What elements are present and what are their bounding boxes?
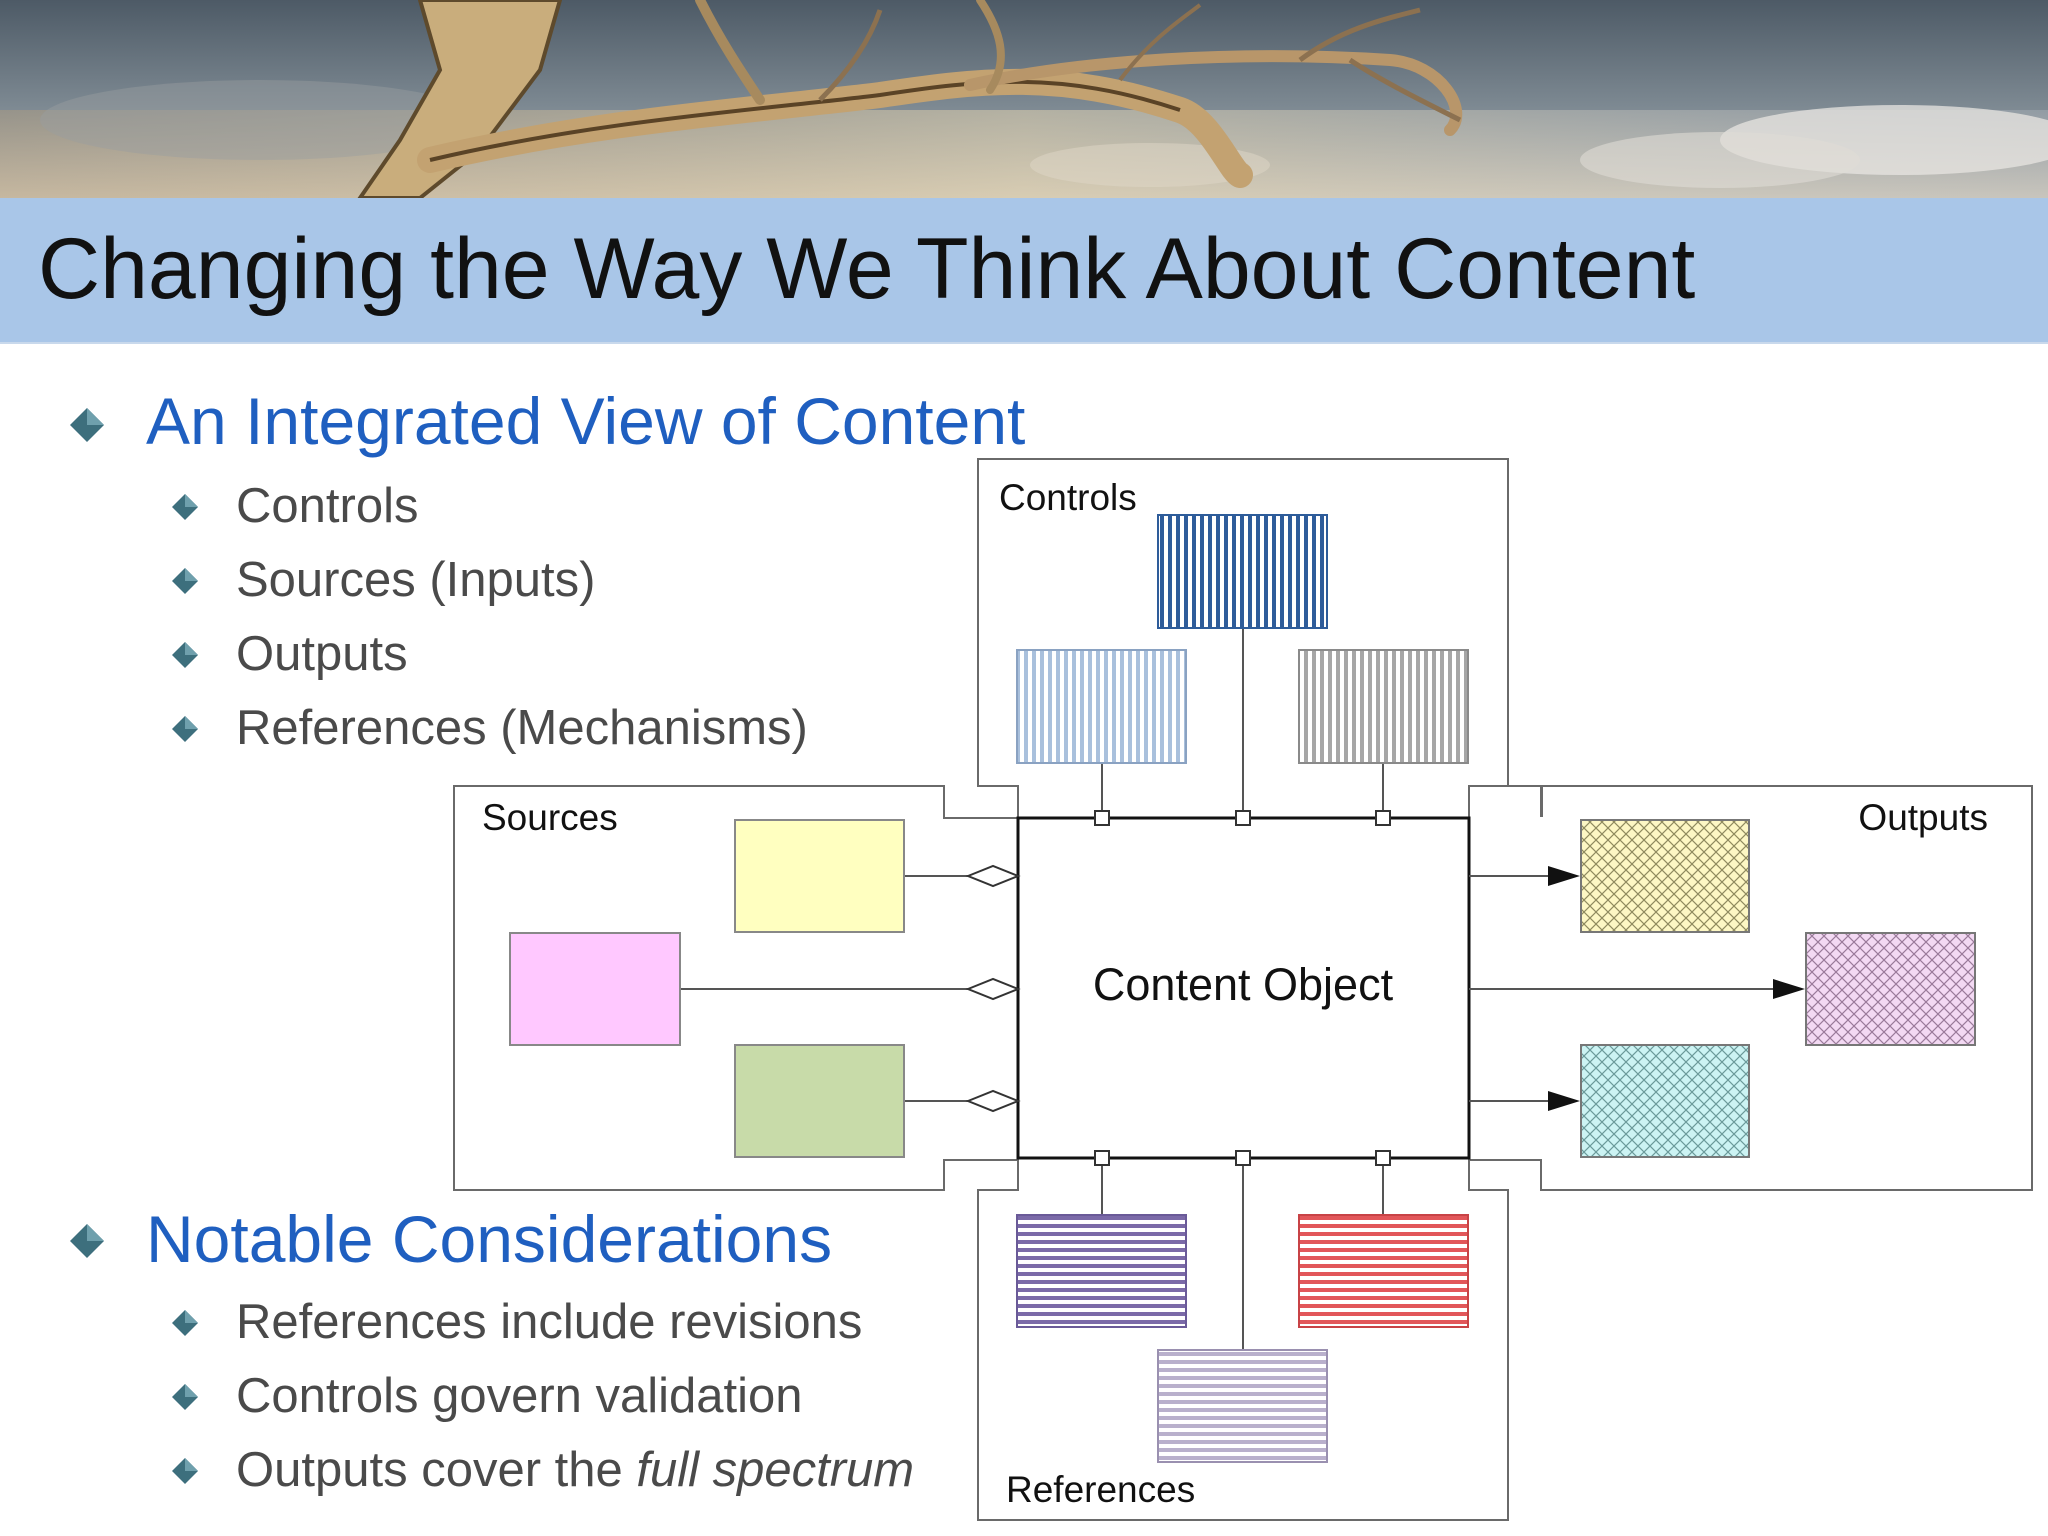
output-box-yellow xyxy=(1580,819,1750,933)
control-box-right xyxy=(1298,649,1469,764)
list-item-full-spectrum-text: Outputs cover the xyxy=(236,1443,637,1497)
reference-box-red xyxy=(1298,1214,1469,1328)
content-object-label: Content Object xyxy=(1093,959,1394,1010)
control-box-primary xyxy=(1157,514,1328,629)
slide-title: Changing the Way We Think About Content xyxy=(38,221,1696,317)
output-box-pink xyxy=(1805,932,1976,1046)
sources-frame xyxy=(453,785,1018,1191)
diamond-bullet-icon xyxy=(172,1384,198,1410)
references-frame xyxy=(977,1160,1509,1521)
diamond-bullet-icon xyxy=(172,1310,198,1336)
output-box-cyan xyxy=(1580,1044,1750,1158)
list-item-revisions: References include revisions xyxy=(236,1295,863,1349)
reference-box-lilac xyxy=(1157,1349,1328,1463)
control-box-left xyxy=(1016,649,1187,764)
reference-box-purple xyxy=(1016,1214,1187,1328)
controls-section-label: Controls xyxy=(999,477,1137,518)
title-bar xyxy=(0,198,2048,344)
tree-branch-image xyxy=(0,0,2048,198)
diamond-bullet-icon xyxy=(70,408,104,442)
list-item-references: References (Mechanisms) xyxy=(236,701,808,755)
outputs-frame xyxy=(1468,785,2033,1191)
outputs-section-label: Outputs xyxy=(1858,797,1988,838)
list-item-validation: Controls govern validation xyxy=(236,1369,803,1423)
source-box-pink xyxy=(509,932,681,1046)
list-item-full-spectrum-emphasis: full spectrum xyxy=(636,1443,915,1497)
references-section-label: References xyxy=(1006,1469,1195,1510)
section-heading-notable-considerations: Notable Considerations xyxy=(146,1202,833,1276)
source-box-green xyxy=(734,1044,905,1158)
source-box-yellow xyxy=(734,819,905,933)
list-item-sources: Sources (Inputs) xyxy=(236,553,596,607)
list-item-outputs: Outputs xyxy=(236,627,408,681)
diamond-bullet-icon xyxy=(172,494,198,520)
section-heading-integrated-view: An Integrated View of Content xyxy=(146,384,1026,458)
diamond-bullet-icon xyxy=(172,716,198,742)
diamond-bullet-icon xyxy=(172,568,198,594)
diamond-bullet-icon xyxy=(172,1458,198,1484)
sources-section-label: Sources xyxy=(482,797,618,838)
diamond-bullet-icon xyxy=(70,1224,104,1258)
list-item-controls: Controls xyxy=(236,479,419,533)
list-item-full-spectrum: Outputs cover the full spectrum xyxy=(236,1446,914,1495)
banner-photo xyxy=(0,0,2048,198)
diamond-bullet-icon xyxy=(172,642,198,668)
